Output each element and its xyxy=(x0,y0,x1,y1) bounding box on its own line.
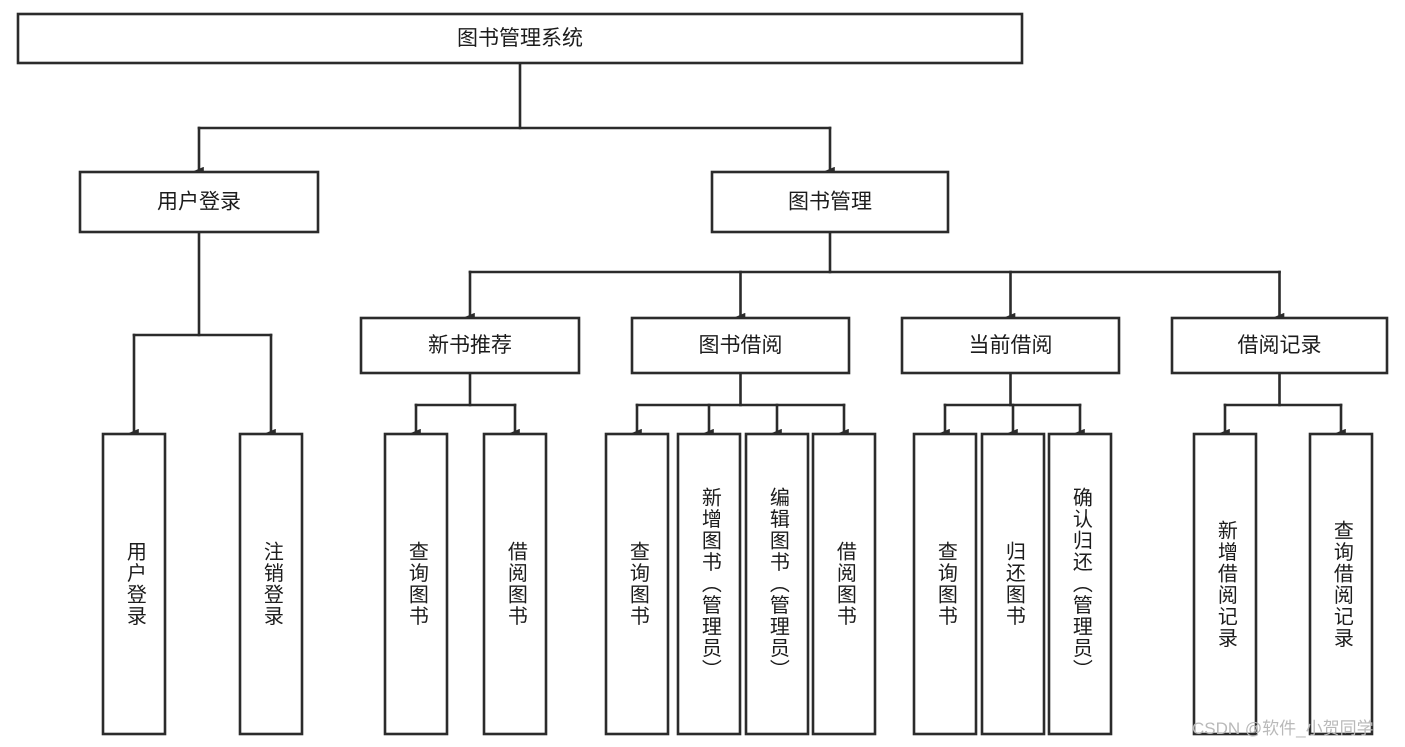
node-current-borrow[interactable] xyxy=(900,316,1121,375)
node-leaf-query-book-3-label: 查询图书 xyxy=(934,541,957,627)
node-current-borrow-label: 当前借阅 xyxy=(969,334,1053,357)
node-leaf-logout-label: 注销登录 xyxy=(260,541,283,627)
connector-lines xyxy=(128,61,1346,438)
node-leaf-query-book-1[interactable] xyxy=(383,432,449,736)
node-leaf-user-login[interactable] xyxy=(101,432,167,736)
node-leaf-query-book-2[interactable] xyxy=(604,432,670,736)
node-leaf-borrow-book-1-label: 借阅图书 xyxy=(504,541,527,627)
node-borrow-record-label: 借阅记录 xyxy=(1238,334,1322,357)
node-leaf-query-record-label: 查询借阅记录 xyxy=(1330,519,1353,649)
node-book-borrow[interactable] xyxy=(630,316,851,375)
node-new-book-recommend[interactable] xyxy=(359,316,581,375)
node-leaf-add-record[interactable] xyxy=(1192,432,1258,736)
node-leaf-logout[interactable] xyxy=(238,432,304,736)
node-leaf-edit-book[interactable] xyxy=(744,432,810,736)
node-leaf-return-book-label: 归还图书 xyxy=(1002,541,1025,627)
node-book-management[interactable] xyxy=(710,170,950,234)
node-leaf-query-book-3[interactable] xyxy=(912,432,978,736)
node-user-login-label: 用户登录 xyxy=(157,191,241,214)
node-leaf-user-login-label: 用户登录 xyxy=(123,541,146,627)
node-leaf-add-book-label: 新增图书（管理员） xyxy=(698,487,721,681)
node-leaf-query-book-1-label: 查询图书 xyxy=(405,541,428,627)
node-new-book-recommend-label: 新书推荐 xyxy=(428,334,512,357)
node-leaf-query-record[interactable] xyxy=(1308,432,1374,736)
node-borrow-record[interactable] xyxy=(1170,316,1389,375)
node-leaf-confirm-return[interactable] xyxy=(1047,432,1113,736)
node-leaf-confirm-return-label: 确认归还（管理员） xyxy=(1069,487,1092,681)
node-leaf-add-book[interactable] xyxy=(676,432,742,736)
node-book-borrow-label: 图书借阅 xyxy=(699,334,783,357)
node-user-login[interactable] xyxy=(78,170,320,234)
node-leaf-return-book[interactable] xyxy=(980,432,1046,736)
node-leaf-borrow-book-2[interactable] xyxy=(811,432,877,736)
node-book-management-label: 图书管理 xyxy=(788,191,872,214)
node-leaf-edit-book-label: 编辑图书（管理员） xyxy=(766,487,789,681)
node-root-label: 图书管理系统 xyxy=(457,27,583,50)
node-leaf-add-record-label: 新增借阅记录 xyxy=(1214,519,1237,649)
node-leaf-query-book-2-label: 查询图书 xyxy=(626,541,649,627)
csdn-watermark: CSDN @软件_小贺同学 xyxy=(1192,719,1374,738)
node-leaf-borrow-book-2-label: 借阅图书 xyxy=(833,541,856,627)
node-root[interactable] xyxy=(16,12,1024,65)
node-leaf-borrow-book-1[interactable] xyxy=(482,432,548,736)
